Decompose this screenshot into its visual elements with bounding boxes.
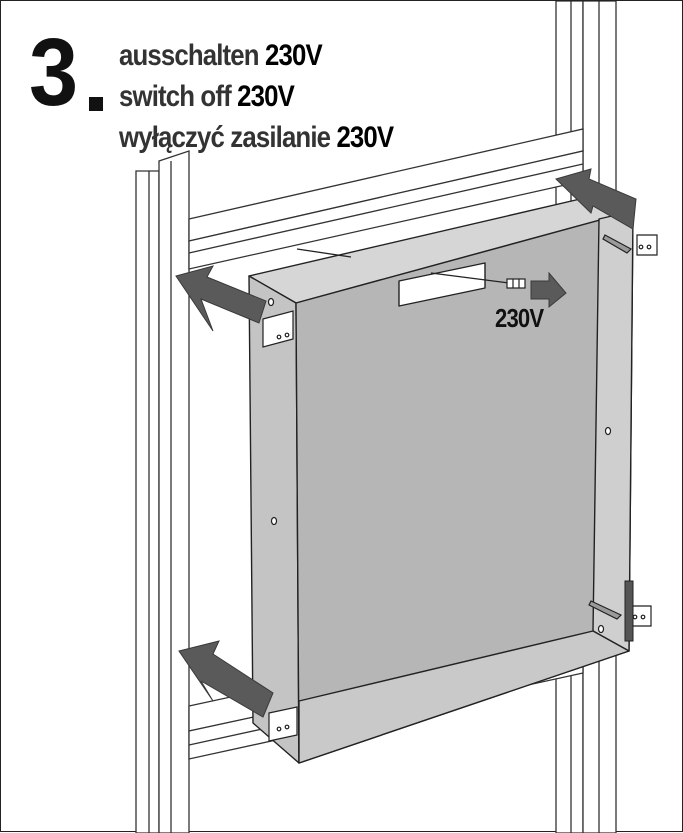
mounting-box (248, 195, 634, 764)
instruction-text: ausschalten (119, 39, 260, 72)
voltage-label: 230V (237, 80, 295, 113)
cable-voltage-label: 230V (495, 303, 544, 333)
voltage-label: 230V (264, 39, 323, 72)
step-number: 3 (29, 19, 78, 126)
instruction-line-de: ausschalten 230V (119, 35, 393, 76)
right-edge-bracket (624, 580, 634, 642)
voltage-label: 230V (336, 121, 394, 154)
power-cable (296, 248, 510, 284)
upper-cross-rail (188, 128, 584, 270)
instruction-lines: ausschalten 230V switch off 230V wyłączy… (119, 35, 394, 158)
mounting-bracket-icon (262, 234, 658, 742)
instruction-text: switch off (119, 80, 232, 113)
instruction-line-pl: wyłączyć zasilanie 230V (119, 117, 394, 158)
spring-clips (588, 234, 632, 620)
instruction-text: wyłączyć zasilanie (119, 121, 331, 154)
removal-arrow-icon (175, 168, 637, 718)
step-number-dot (89, 97, 103, 111)
connector-plug-icon (506, 278, 526, 289)
instruction-line-en: switch off 230V (119, 76, 393, 117)
left-frame-post (135, 150, 190, 833)
box-screw-holes (267, 297, 612, 634)
